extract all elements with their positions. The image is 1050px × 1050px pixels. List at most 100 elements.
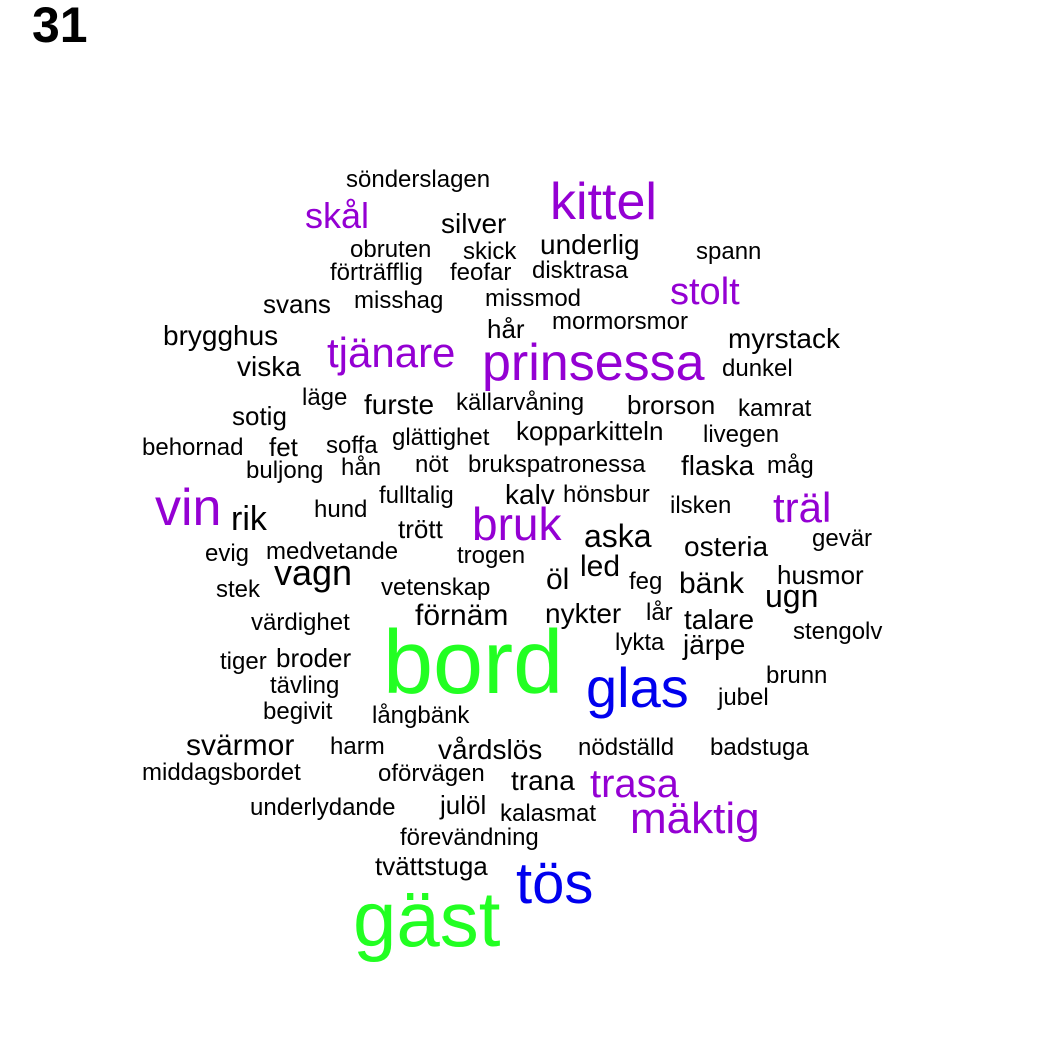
word: oförvägen <box>378 760 485 787</box>
word: jubel <box>718 684 769 711</box>
word: tös <box>516 851 594 916</box>
word: spann <box>696 238 762 265</box>
word: viska <box>237 351 301 382</box>
word: medvetande <box>266 538 399 565</box>
word: underlig <box>540 229 640 260</box>
word: kopparkitteln <box>516 416 664 446</box>
word: träl <box>773 484 832 531</box>
word: evig <box>205 540 250 567</box>
word: lår <box>646 599 673 626</box>
word: ugn <box>765 578 819 614</box>
word: sönderslagen <box>346 166 491 193</box>
word: läge <box>302 384 348 411</box>
word: vårdslös <box>438 734 543 765</box>
word: julöl <box>440 790 487 820</box>
word: hund <box>314 496 368 523</box>
word: vagn <box>274 552 353 593</box>
word: bord <box>383 613 564 713</box>
word: sotig <box>232 401 287 431</box>
word: glättighet <box>392 424 490 451</box>
word: brorson <box>627 390 716 420</box>
word: myrstack <box>728 323 840 354</box>
word: kalv <box>505 479 555 510</box>
word: obruten <box>350 236 432 263</box>
word: glas <box>586 656 689 719</box>
word: vin <box>155 479 222 537</box>
word: stengolv <box>793 618 883 645</box>
word: nöt <box>415 451 449 478</box>
word: missmod <box>485 285 582 312</box>
panel-number: 31 <box>32 0 88 53</box>
word: nykter <box>545 598 622 629</box>
word: broder <box>276 643 352 673</box>
word: badstuga <box>710 734 809 761</box>
word: svärmor <box>186 729 295 762</box>
word: trana <box>511 765 575 796</box>
word: källarvåning <box>456 389 585 416</box>
word: värdighet <box>251 609 350 636</box>
word: brygghus <box>163 320 279 351</box>
word: behornad <box>142 434 244 461</box>
word: förnäm <box>415 599 509 632</box>
word: svans <box>263 289 331 319</box>
word: prinsessa <box>482 334 705 392</box>
word: buljong <box>246 457 324 484</box>
word: trasa <box>590 762 679 806</box>
word: silver <box>441 208 507 239</box>
word: underlydande <box>250 794 396 821</box>
word: brunn <box>766 662 828 689</box>
word: järpe <box>683 629 746 660</box>
word: förevändning <box>400 824 539 851</box>
word: begivit <box>263 698 333 725</box>
word: rik <box>231 500 267 538</box>
word: tävling <box>270 672 340 699</box>
word: tiger <box>220 648 267 675</box>
word: gäst <box>353 875 501 963</box>
word: middagsbordet <box>142 759 301 786</box>
word: dunkel <box>722 355 793 382</box>
word: osteria <box>684 531 769 562</box>
word: kittel <box>550 173 657 231</box>
word: trogen <box>457 542 526 569</box>
word: hönsbur <box>563 481 650 508</box>
word: vetenskap <box>381 574 491 601</box>
word: aska <box>584 518 652 554</box>
word: skick <box>463 238 517 265</box>
word: bruk <box>472 498 562 550</box>
word: flaska <box>681 450 755 481</box>
word: stolt <box>670 271 740 313</box>
word: tjänare <box>327 329 456 376</box>
word: hån <box>341 454 382 481</box>
word: feg <box>629 568 663 595</box>
word: förträfflig <box>330 259 423 286</box>
word: misshag <box>354 287 444 314</box>
word: feofar <box>450 259 512 286</box>
word: bänk <box>679 567 745 600</box>
word: led <box>580 550 621 583</box>
word: livegen <box>703 421 780 448</box>
word: disktrasa <box>532 257 629 284</box>
word: fulltalig <box>379 482 454 509</box>
word: talare <box>684 604 755 635</box>
word: mormorsmor <box>552 308 688 335</box>
word: furste <box>364 389 435 420</box>
word: hår <box>487 314 525 344</box>
word: tvättstuga <box>375 851 488 881</box>
word: gevär <box>812 525 873 552</box>
word: fet <box>269 432 298 462</box>
word: soffa <box>326 432 378 459</box>
word: skål <box>305 195 370 236</box>
word: ilsken <box>670 492 732 519</box>
word: långbänk <box>372 702 470 729</box>
word: trött <box>398 514 443 544</box>
word: brukspatronessa <box>468 451 646 478</box>
word: harm <box>330 733 385 760</box>
word: husmor <box>777 560 864 590</box>
word: kalasmat <box>500 800 597 827</box>
word: öl <box>546 563 570 596</box>
word: måg <box>767 452 814 479</box>
word: mäktig <box>630 794 760 843</box>
word: stek <box>216 576 261 603</box>
word: kamrat <box>738 395 812 422</box>
